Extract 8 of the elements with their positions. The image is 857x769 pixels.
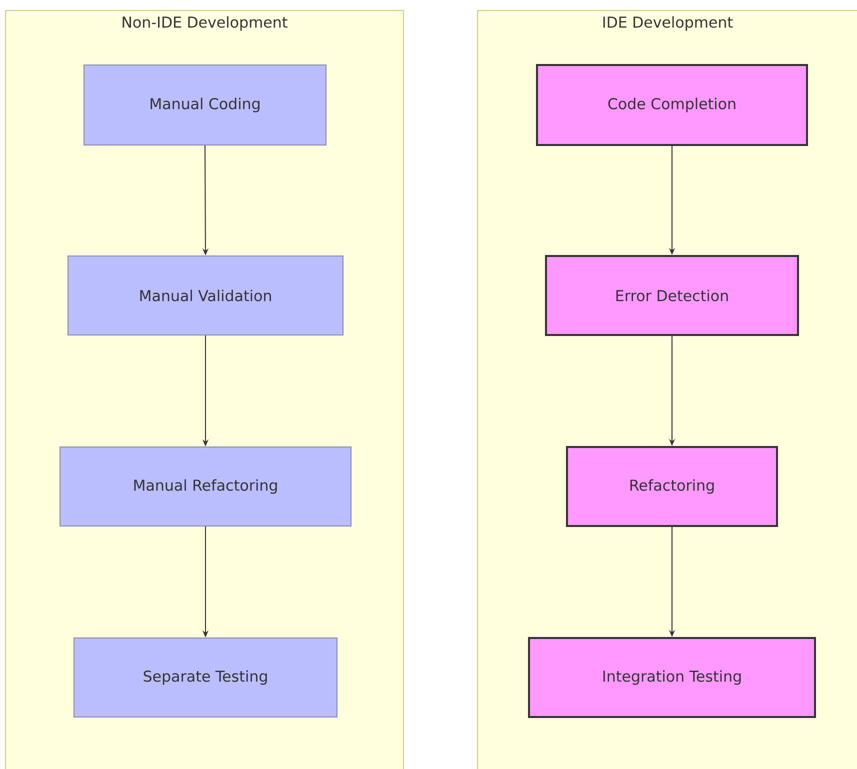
process-box: Manual Coding [84,64,326,146]
process-box: Separate Testing [74,638,338,718]
process-box: Code Completion [536,64,808,146]
process-box: Manual Validation [68,256,344,336]
process-box: Integration Testing [528,637,816,718]
process-box: Error Detection [545,255,799,336]
process-box: Refactoring [566,446,778,527]
process-box: Manual Refactoring [60,446,352,526]
